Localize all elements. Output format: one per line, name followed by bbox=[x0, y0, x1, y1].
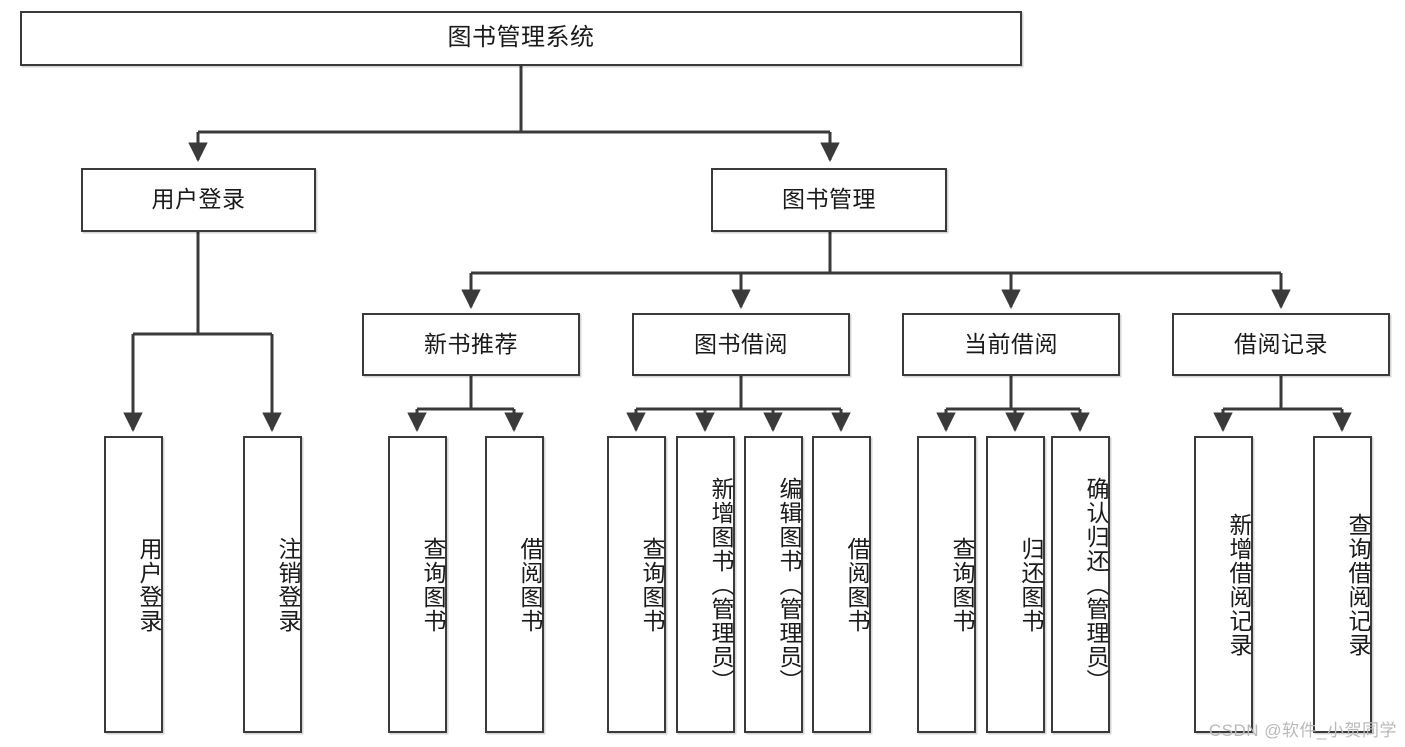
node-new-book-recommend[interactable]: 新书推荐 bbox=[362, 313, 580, 376]
node-label: 图书管理 bbox=[782, 186, 876, 213]
leaf-add-borrow-record[interactable]: 新增借阅记录 bbox=[1194, 436, 1253, 733]
node-label: 新书推荐 bbox=[424, 330, 518, 357]
leaf-add-book-admin[interactable]: 新增图书（管理员） bbox=[676, 436, 735, 733]
node-label: 查询图书 bbox=[639, 536, 665, 633]
node-user-login[interactable]: 用户登录 bbox=[81, 168, 316, 232]
node-label: 查询图书 bbox=[420, 536, 446, 633]
node-label: 归还图书 bbox=[1018, 536, 1044, 633]
node-label: 用户登录 bbox=[151, 186, 246, 213]
leaf-return-book[interactable]: 归还图书 bbox=[986, 436, 1045, 733]
node-label: 查询图书 bbox=[949, 536, 975, 633]
node-label: 图书借阅 bbox=[694, 330, 788, 357]
leaf-query-borrow-record[interactable]: 查询借阅记录 bbox=[1313, 436, 1372, 733]
node-label: 新增借阅记录 bbox=[1226, 512, 1252, 657]
node-book-borrow[interactable]: 图书借阅 bbox=[632, 313, 850, 376]
leaf-user-logout[interactable]: 注销登录 bbox=[243, 436, 302, 733]
leaf-query-book-borrow[interactable]: 查询图书 bbox=[607, 436, 666, 733]
node-label: 注销登录 bbox=[275, 536, 301, 633]
node-label: 确认归还（管理员） bbox=[1083, 476, 1109, 693]
node-label: 借阅图书 bbox=[844, 536, 870, 633]
node-borrow-record[interactable]: 借阅记录 bbox=[1172, 313, 1390, 376]
node-label: 图书管理系统 bbox=[447, 24, 595, 52]
node-label: 借阅记录 bbox=[1234, 330, 1328, 357]
leaf-query-book-current[interactable]: 查询图书 bbox=[917, 436, 976, 733]
node-book-management[interactable]: 图书管理 bbox=[711, 168, 947, 232]
node-label: 当前借阅 bbox=[964, 330, 1058, 357]
leaf-edit-book-admin[interactable]: 编辑图书（管理员） bbox=[744, 436, 803, 733]
node-label: 借阅图书 bbox=[517, 536, 543, 633]
leaf-borrow-book-new[interactable]: 借阅图书 bbox=[485, 436, 544, 733]
leaf-confirm-return-admin[interactable]: 确认归还（管理员） bbox=[1051, 436, 1110, 733]
node-label: 新增图书（管理员） bbox=[708, 476, 734, 693]
node-label: 编辑图书（管理员） bbox=[776, 476, 802, 693]
leaf-borrow-book[interactable]: 借阅图书 bbox=[812, 436, 871, 733]
node-root-system[interactable]: 图书管理系统 bbox=[20, 11, 1022, 66]
node-label: 查询借阅记录 bbox=[1345, 512, 1371, 657]
node-label: 用户登录 bbox=[136, 536, 162, 633]
leaf-user-login[interactable]: 用户登录 bbox=[104, 436, 163, 733]
leaf-query-book-new[interactable]: 查询图书 bbox=[388, 436, 447, 733]
node-current-borrow[interactable]: 当前借阅 bbox=[902, 313, 1120, 376]
watermark-text: CSDN @软件_小贺同学 bbox=[1208, 721, 1397, 740]
